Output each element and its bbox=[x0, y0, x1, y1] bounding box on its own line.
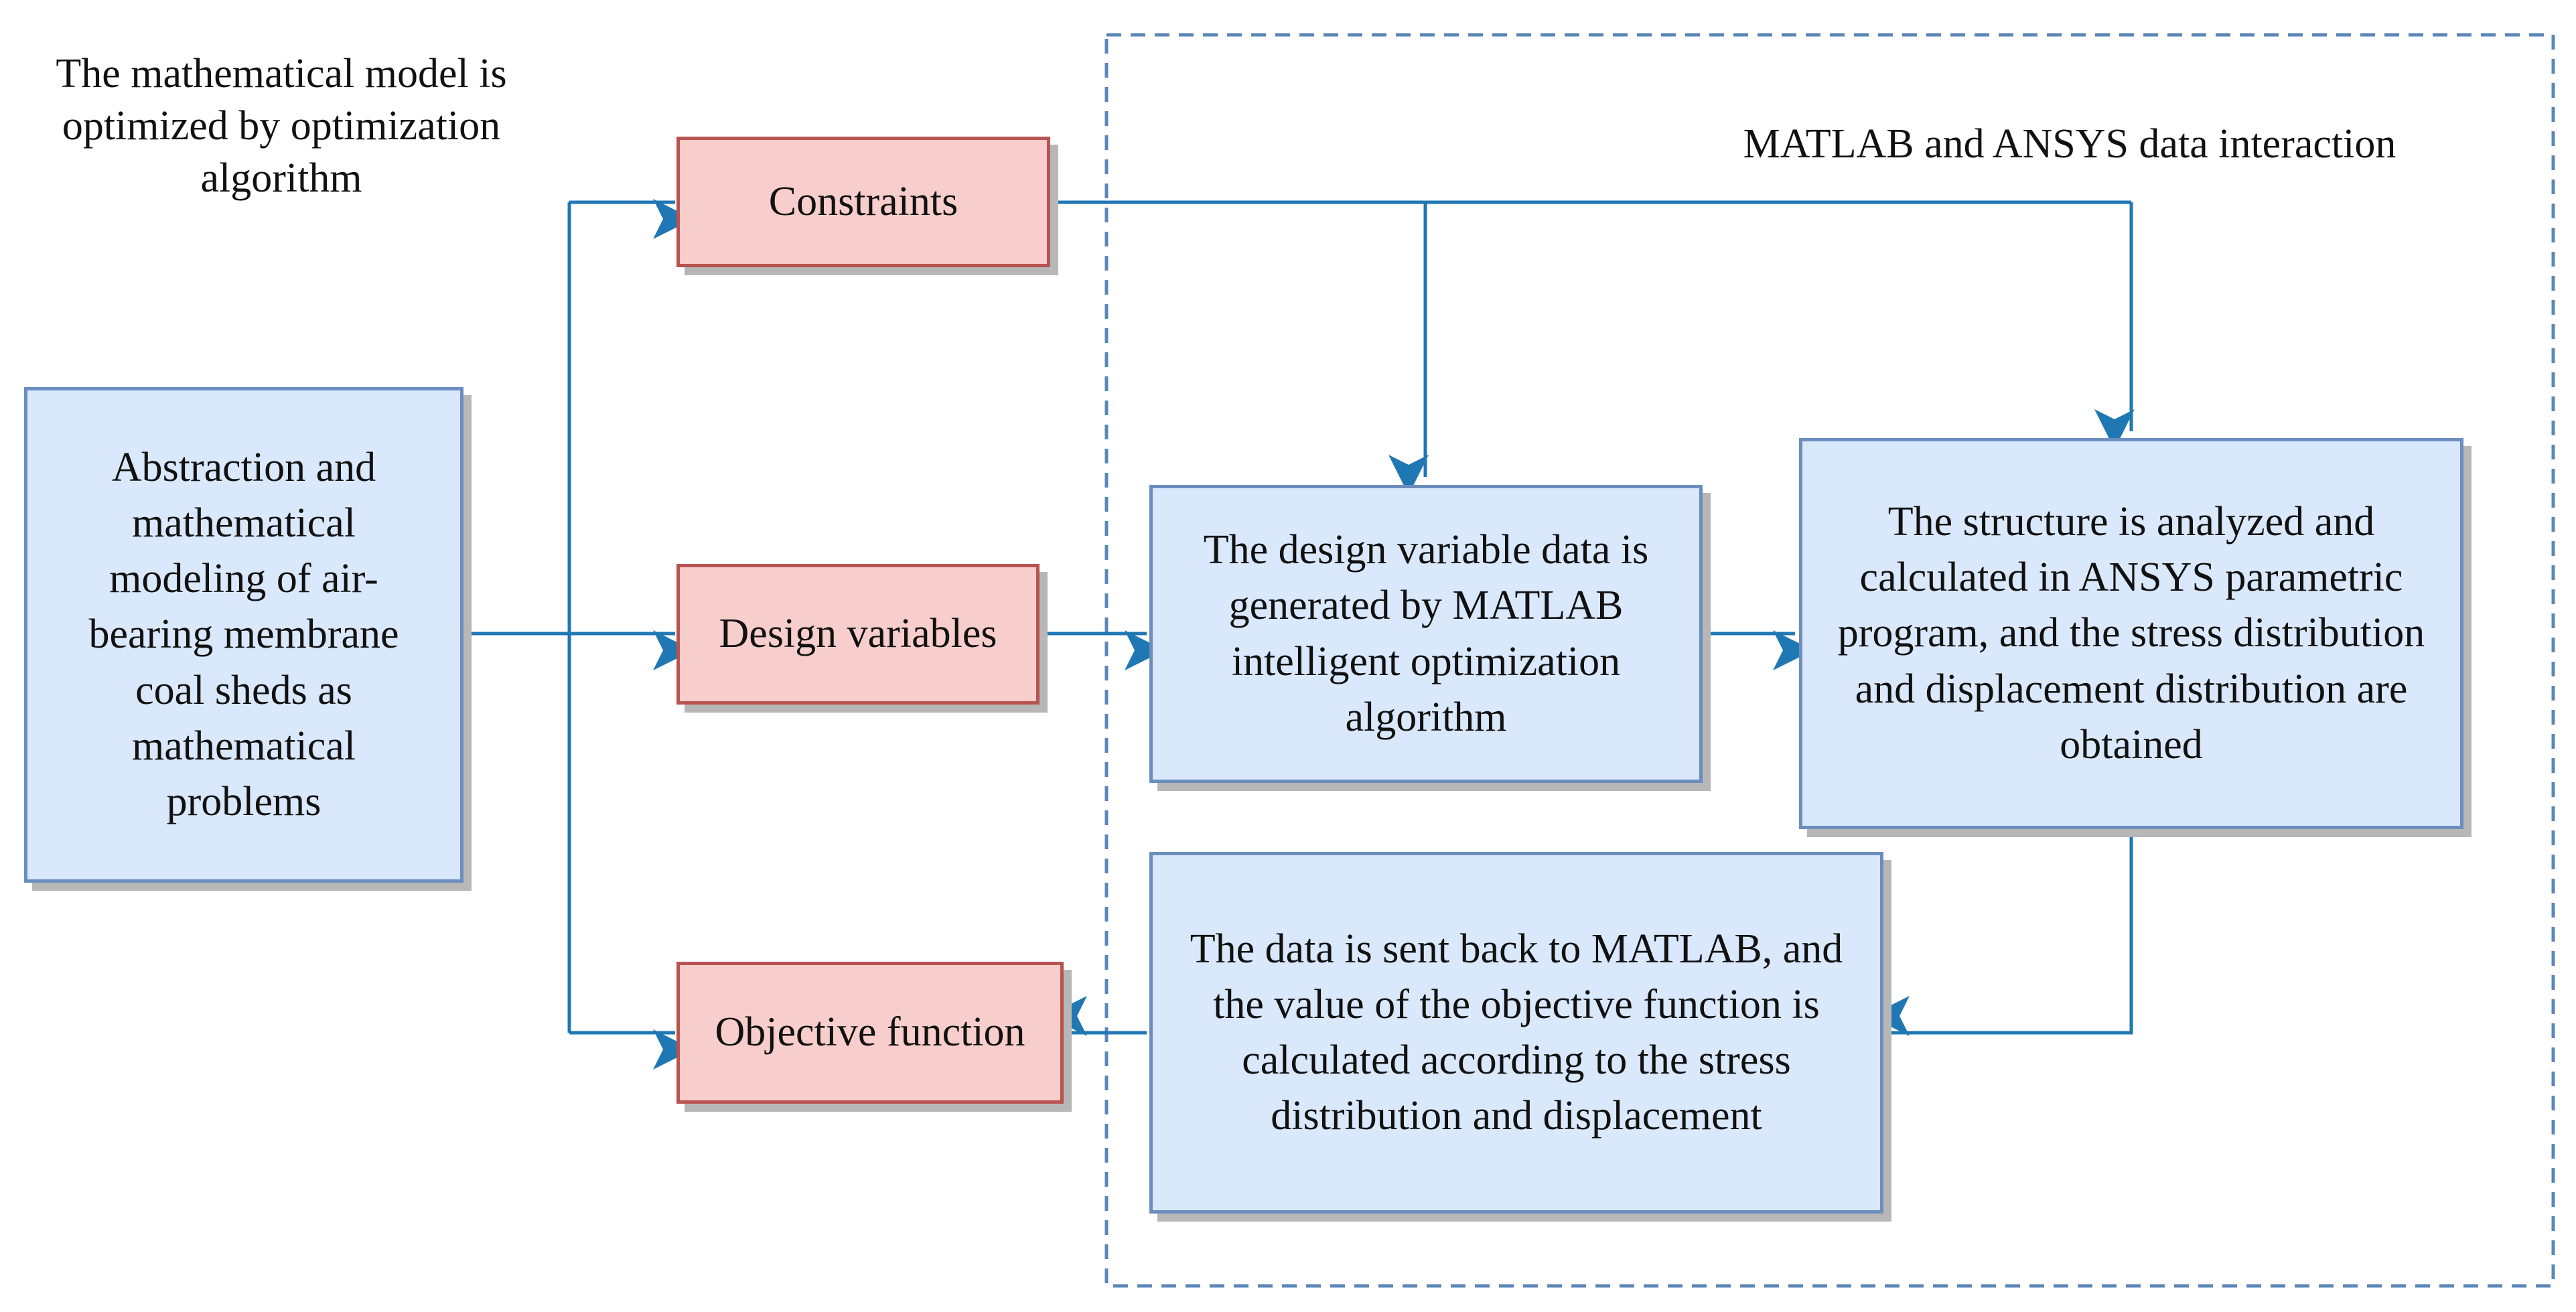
matlab-generate-box: The design variable data is generated by… bbox=[1149, 485, 1703, 783]
matlab-return-box: The data is sent back to MATLAB, and the… bbox=[1149, 852, 1883, 1214]
matlab-ansys-region-border bbox=[1104, 33, 2555, 1288]
matlab-return-text: The data is sent back to MATLAB, and the… bbox=[1190, 926, 1843, 1139]
objective-function-box: Objective function bbox=[676, 962, 1064, 1104]
arrow-ansys-to-matlab-return bbox=[1869, 832, 2133, 1036]
design-variables-box: Design variables bbox=[676, 564, 1040, 705]
design-variables-text: Design variables bbox=[719, 611, 997, 657]
objective-function-text: Objective function bbox=[715, 1009, 1025, 1055]
ansys-analysis-box: The structure is analyzed and calculated… bbox=[1799, 438, 2463, 829]
constraints-text: Constraints bbox=[768, 178, 958, 224]
abstraction-box: Abstraction and mathematical modeling of… bbox=[24, 387, 463, 883]
abstraction-text: Abstraction and mathematical modeling of… bbox=[88, 445, 399, 824]
constraints-box: Constraints bbox=[676, 137, 1050, 267]
matlab-generate-text: The design variable data is generated by… bbox=[1203, 527, 1649, 740]
region-label: MATLAB and ANSYS data interaction bbox=[1743, 121, 2396, 167]
optimization-note: The mathematical model is optimized by o… bbox=[56, 50, 507, 202]
ansys-analysis-text: The structure is analyzed and calculated… bbox=[1837, 499, 2425, 768]
